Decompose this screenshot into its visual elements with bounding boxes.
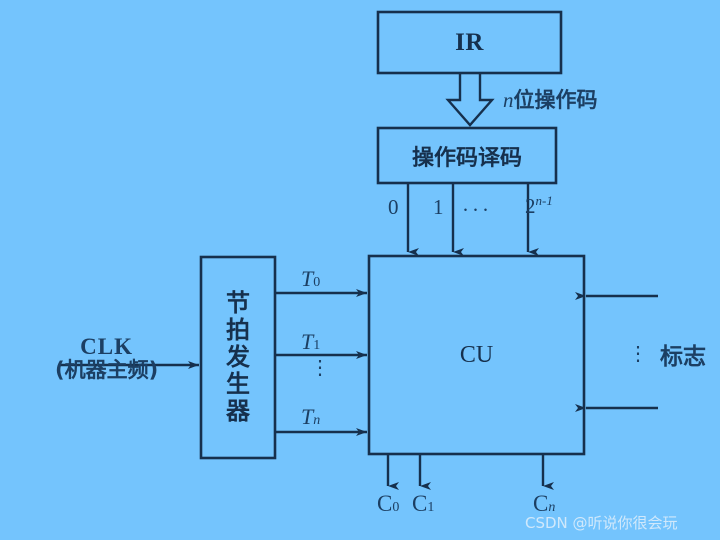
pulse-generator-char-4: 生 — [226, 369, 250, 398]
opcode-width-label: n位操作码 — [503, 89, 598, 111]
clk-text: CLK — [80, 334, 134, 359]
timing-signal-label-tn: Tn — [301, 405, 320, 429]
flag-input-label: 标志 — [660, 344, 706, 370]
pulse-generator-label: 节 拍 发 生 器 — [201, 257, 275, 458]
opcode-decoder-box — [376, 126, 558, 185]
cu-box — [367, 254, 586, 456]
decoder-output-last-exponent: n-1 — [535, 193, 553, 208]
c1-subscript: 1 — [427, 500, 435, 515]
c0-subscript: 0 — [392, 500, 400, 515]
timing-signal-ellipsis: ⋮ — [310, 357, 330, 379]
tn-subscript: n — [313, 413, 321, 428]
t0-base: T — [301, 266, 314, 291]
decoder-output-label-0: 0 — [388, 195, 399, 219]
ir-box-label: IR — [455, 28, 484, 56]
t1-subscript: 1 — [313, 338, 321, 353]
cn-subscript: n — [548, 500, 556, 515]
decoder-output-label-last: 2n-1 — [525, 194, 553, 217]
control-output-label-cn: Cn — [533, 491, 556, 516]
opcode-width-text: 位操作码 — [513, 88, 598, 112]
timing-signal-label-t1: T1 — [301, 330, 320, 354]
opcode-width-variable: n — [503, 88, 514, 112]
pulse-generator-box — [199, 255, 277, 460]
control-output-label-c0: C0 — [377, 491, 400, 516]
c0-base: C — [377, 491, 393, 516]
timing-signal-label-t0: T0 — [301, 267, 320, 291]
ir-box — [376, 10, 563, 75]
clk-input-label: CLK (机器主频) — [55, 334, 159, 383]
opcode-decoder-label: 操作码译码 — [411, 145, 522, 171]
pulse-generator-char-3: 发 — [226, 343, 250, 372]
decoder-output-label-1: 1 — [433, 195, 444, 219]
pulse-generator-char-5: 器 — [226, 396, 250, 425]
t1-base: T — [301, 329, 314, 354]
csdn-watermark: CSDN @听说你很会玩 — [525, 514, 678, 532]
pulse-generator-char-1: 节 — [226, 289, 250, 318]
tn-base: T — [301, 404, 314, 429]
decoder-output-ellipsis: ··· — [462, 198, 492, 222]
c1-base: C — [412, 491, 428, 516]
pulse-generator-char-2: 拍 — [226, 316, 250, 345]
opcode-block-arrow — [445, 73, 495, 127]
control-output-label-c1: C1 — [412, 491, 435, 516]
flag-ellipsis: ⋮ — [628, 343, 648, 365]
clk-sublabel: (机器主频) — [55, 358, 159, 383]
t0-subscript: 0 — [313, 275, 321, 290]
cn-base: C — [533, 491, 549, 516]
cu-box-label: CU — [459, 341, 494, 368]
decoder-output-last-base: 2 — [525, 194, 536, 218]
